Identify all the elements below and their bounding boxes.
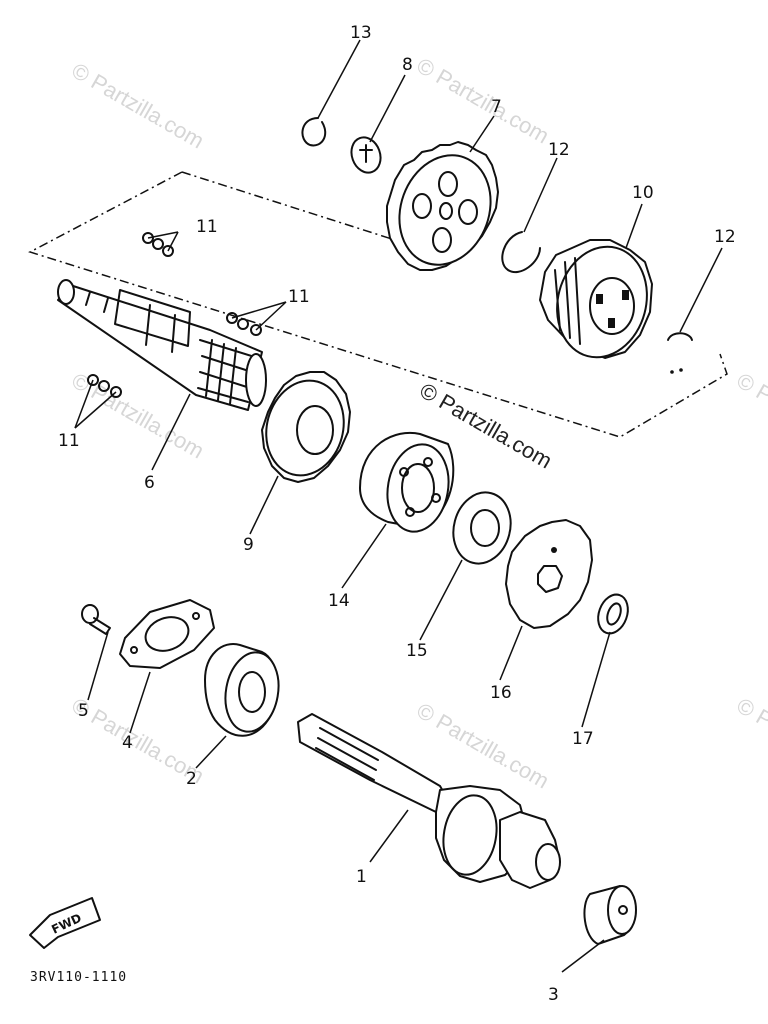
callout-8: 8 bbox=[402, 55, 413, 75]
oil-seal-15 bbox=[452, 491, 512, 565]
gear-9 bbox=[261, 371, 351, 483]
callout-7: 7 bbox=[491, 97, 502, 117]
callout-11-lower: 11 bbox=[58, 431, 80, 451]
watermark: © Partzilla.com bbox=[413, 53, 554, 149]
callouts: 13 8 7 12 10 12 11 11 11 6 9 14 15 16 17… bbox=[58, 23, 736, 1005]
watermark: © Partzilla.com bbox=[413, 698, 554, 794]
circlip-group-middle bbox=[226, 312, 262, 336]
callout-4: 4 bbox=[122, 733, 133, 753]
part-code: 3RV110-1110 bbox=[30, 970, 127, 985]
gear-10 bbox=[539, 239, 653, 359]
callout-6: 6 bbox=[144, 473, 155, 493]
callout-5: 5 bbox=[78, 701, 89, 721]
drive-axle-shaft bbox=[57, 279, 267, 411]
callout-13: 13 bbox=[350, 23, 372, 43]
fwd-arrow: FWD bbox=[29, 897, 101, 949]
callout-12-right: 12 bbox=[714, 227, 736, 247]
circlip-12-upper bbox=[501, 231, 541, 273]
screw-5 bbox=[81, 604, 111, 635]
sprocket-16 bbox=[505, 519, 593, 629]
watermark: © Partzilla.com bbox=[733, 693, 768, 789]
washer-17 bbox=[597, 593, 629, 635]
washer-8 bbox=[350, 136, 382, 174]
leader-lines bbox=[74, 39, 723, 973]
callout-1: 1 bbox=[356, 867, 367, 887]
watermark: © Partzilla.com bbox=[733, 368, 768, 464]
callout-10: 10 bbox=[632, 183, 654, 203]
callout-11-upper: 11 bbox=[196, 217, 218, 237]
circlip-group-lower bbox=[87, 374, 122, 398]
callout-11-middle: 11 bbox=[288, 287, 310, 307]
clip-12-right bbox=[667, 332, 693, 374]
callout-9: 9 bbox=[243, 535, 254, 555]
collar-3 bbox=[583, 885, 637, 945]
gear-7 bbox=[386, 141, 499, 271]
circlip-13 bbox=[301, 117, 327, 147]
callout-16: 16 bbox=[490, 683, 512, 703]
bearing-2 bbox=[204, 643, 280, 737]
callout-17: 17 bbox=[572, 729, 594, 749]
assembly-outline bbox=[28, 171, 728, 438]
callout-15: 15 bbox=[406, 641, 428, 661]
bearing-14 bbox=[359, 431, 455, 533]
callout-3: 3 bbox=[548, 985, 559, 1005]
main-axle-shaft bbox=[297, 713, 561, 889]
callout-2: 2 bbox=[186, 769, 197, 789]
callout-12-upper: 12 bbox=[548, 140, 570, 160]
watermark: © Partzilla.com bbox=[68, 58, 209, 154]
circlip-group-upper bbox=[142, 232, 174, 257]
plate-4 bbox=[119, 599, 215, 669]
callout-14: 14 bbox=[328, 591, 350, 611]
